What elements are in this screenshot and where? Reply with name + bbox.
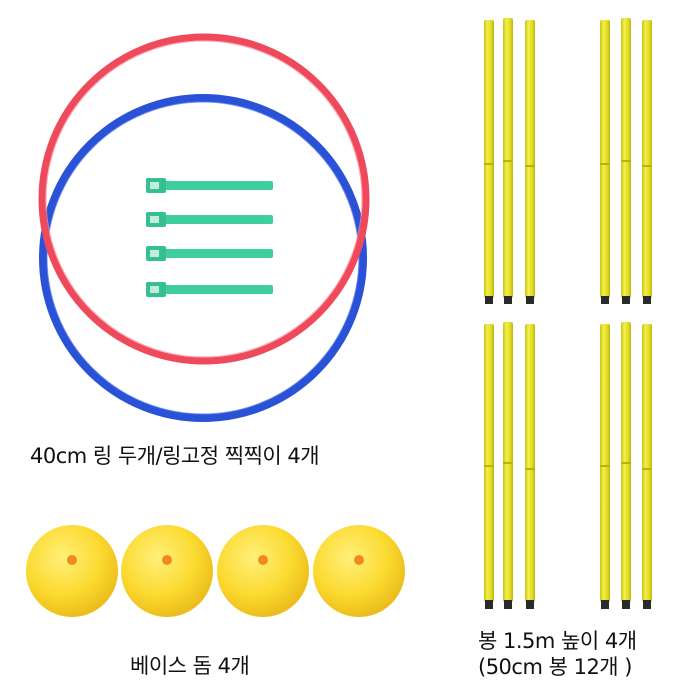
- rings-caption: 40cm 링 두개/링고정 찍찍이 4개: [30, 444, 320, 468]
- pole: [525, 20, 535, 304]
- pole: [525, 324, 535, 609]
- pole: [621, 322, 631, 609]
- poles-caption-line1: 봉 1.5m 높이 4개: [478, 629, 637, 653]
- velcro-strap: [146, 282, 273, 297]
- base-domes: [26, 525, 405, 617]
- velcro-strap: [146, 212, 273, 227]
- red-ring: [38, 33, 370, 365]
- base-dome: [217, 525, 309, 617]
- pole-group: [600, 18, 652, 304]
- velcro-strap: [146, 178, 273, 193]
- pole-group: [484, 322, 535, 609]
- poles-caption: 봉 1.5m 높이 4개 (50cm 봉 12개 ): [478, 628, 637, 680]
- velcro-straps: [146, 178, 273, 297]
- base-dome: [121, 525, 213, 617]
- pole-group: [484, 18, 535, 304]
- pole: [621, 18, 631, 304]
- velcro-strap: [146, 246, 273, 261]
- poles-caption-line2: (50cm 봉 12개 ): [478, 655, 632, 679]
- pole: [642, 20, 652, 304]
- blue-ring: [39, 94, 367, 422]
- base-dome: [313, 525, 405, 617]
- pole-group: [600, 322, 652, 609]
- pole: [600, 20, 610, 304]
- pole: [503, 322, 513, 609]
- pole: [642, 324, 652, 609]
- pole: [484, 324, 494, 609]
- pole: [600, 324, 610, 609]
- base-dome: [26, 525, 118, 617]
- hoop-rings: [38, 33, 370, 422]
- domes-caption: 베이스 돔 4개: [130, 654, 250, 678]
- pole: [503, 18, 513, 304]
- pole: [484, 20, 494, 304]
